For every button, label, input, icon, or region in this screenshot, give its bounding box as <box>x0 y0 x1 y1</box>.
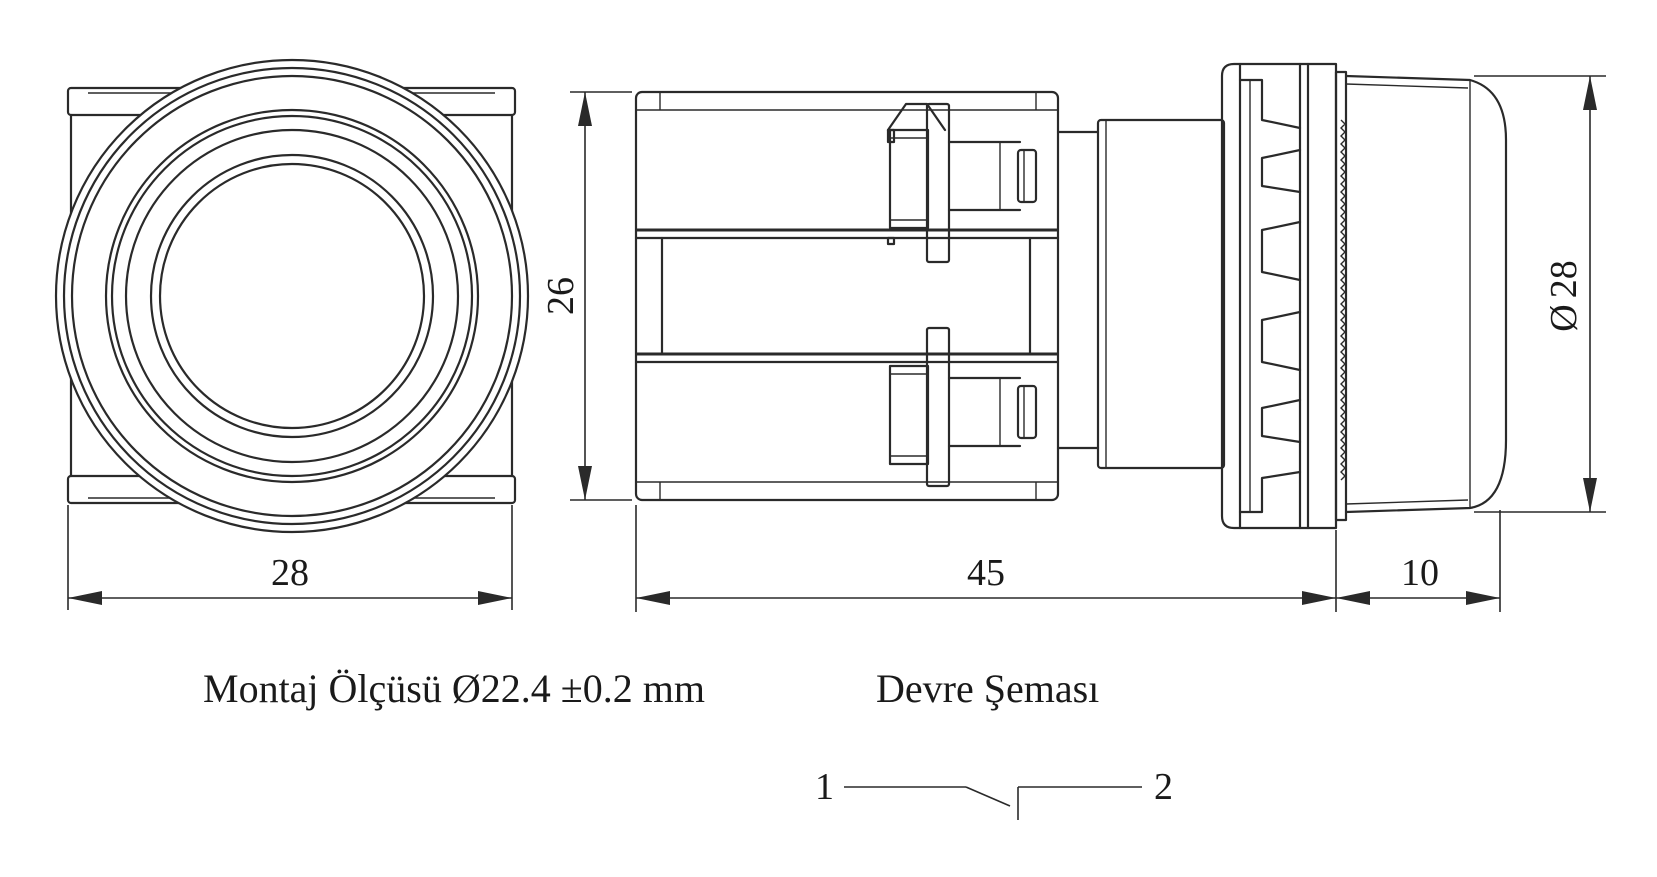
dimension-cap-length: 10 <box>1336 510 1501 612</box>
front-view-rings <box>54 58 530 534</box>
bezel-slots <box>1238 78 1302 514</box>
circuit-caption: Devre Şeması <box>876 666 1099 711</box>
circuit-schematic: 1 2 <box>815 766 1173 820</box>
side-view <box>634 62 1508 530</box>
dimension-body-height-label: 26 <box>540 277 582 315</box>
dimension-body-height: 26 <box>540 91 632 501</box>
dimension-body-length-label: 45 <box>967 552 1005 594</box>
side-view-body <box>634 90 1060 502</box>
side-view-thread <box>1334 70 1348 522</box>
schematic-contact <box>965 786 1011 807</box>
dimension-front-width: 28 <box>67 505 513 610</box>
dimension-cap-diameter-value: 28 <box>1543 260 1585 298</box>
diameter-symbol: Ø <box>1543 304 1585 331</box>
dimension-front-width-label: 28 <box>271 552 309 594</box>
side-view-terminal-upper <box>886 102 1038 264</box>
terminal-1-label: 1 <box>815 766 834 808</box>
dimension-cap-diameter: Ø 28 <box>1474 75 1606 513</box>
side-view-terminal-lower <box>888 326 1038 488</box>
side-view-neck <box>1056 118 1226 470</box>
dimension-cap-diameter-label: Ø 28 <box>1543 260 1585 331</box>
front-view <box>54 58 530 534</box>
side-view-cap <box>1344 74 1508 514</box>
terminal-2-label: 2 <box>1154 766 1173 808</box>
dimension-cap-length-label: 10 <box>1401 552 1439 594</box>
mounting-caption: Montaj Ölçüsü Ø22.4 ±0.2 mm <box>203 666 705 711</box>
dimension-body-length: 45 <box>635 505 1337 612</box>
side-view-bezel <box>1220 62 1338 530</box>
